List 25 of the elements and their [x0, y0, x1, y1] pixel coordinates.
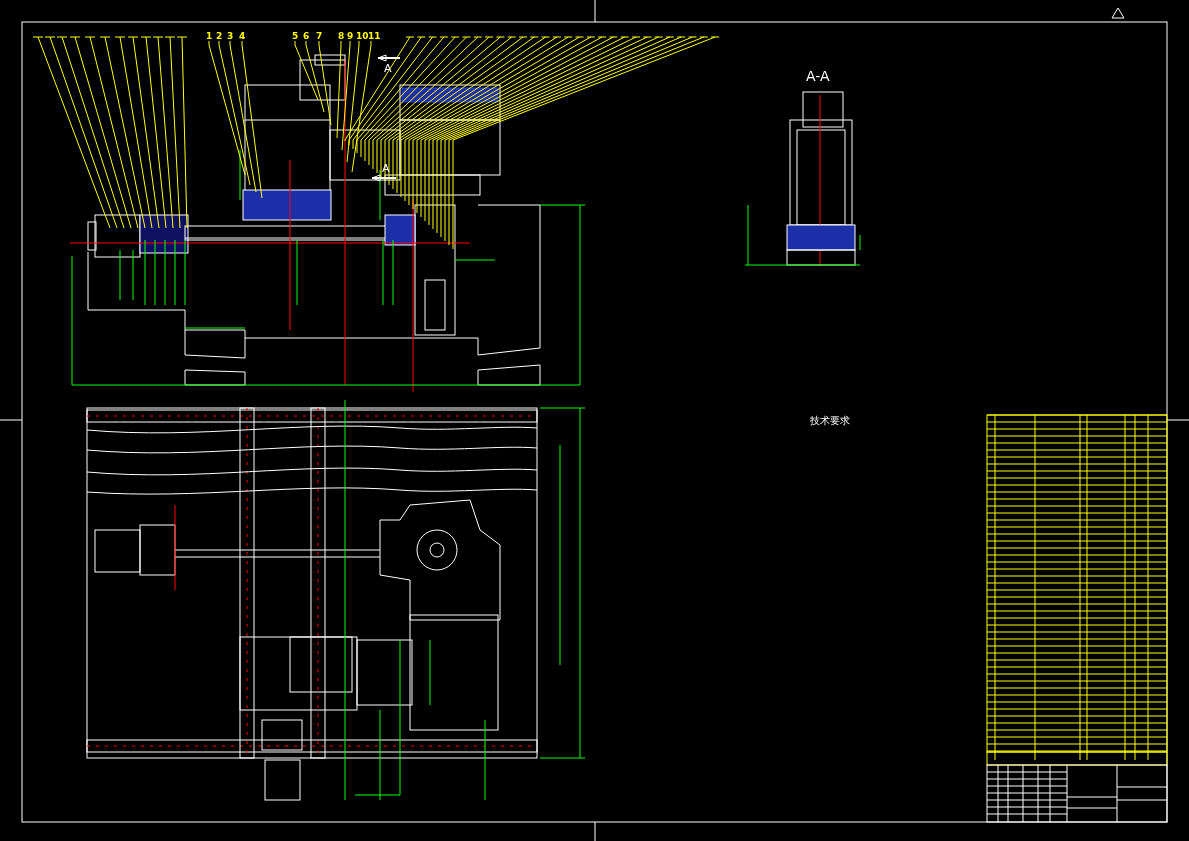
callout-number: 9 [347, 31, 354, 41]
callout-number: 5 [292, 31, 299, 41]
leader-line [346, 40, 360, 163]
callout-number: 2 [216, 31, 223, 41]
section-title: A-A [806, 68, 830, 84]
callout-number: 3 [227, 31, 234, 41]
callout-number: 8 [338, 31, 345, 41]
callout-number: 1 [206, 31, 213, 41]
leader-line [305, 40, 325, 113]
leader-line [218, 40, 251, 186]
callout-number: 4 [239, 31, 246, 41]
heading: 技术要求 [810, 414, 850, 428]
leader-line [318, 40, 332, 126]
leader-line [229, 40, 257, 193]
leader-line [341, 40, 351, 151]
callout-number: 6 [303, 31, 310, 41]
callout-number: 10 [356, 31, 369, 41]
callout-number: 7 [316, 31, 323, 41]
callout-number: 11 [368, 31, 381, 41]
leader-line [336, 40, 342, 139]
leader-line [294, 40, 319, 101]
leader-line [351, 40, 372, 173]
leader-line [208, 40, 246, 176]
section-letter: A [382, 162, 390, 175]
leader-line [241, 40, 263, 199]
